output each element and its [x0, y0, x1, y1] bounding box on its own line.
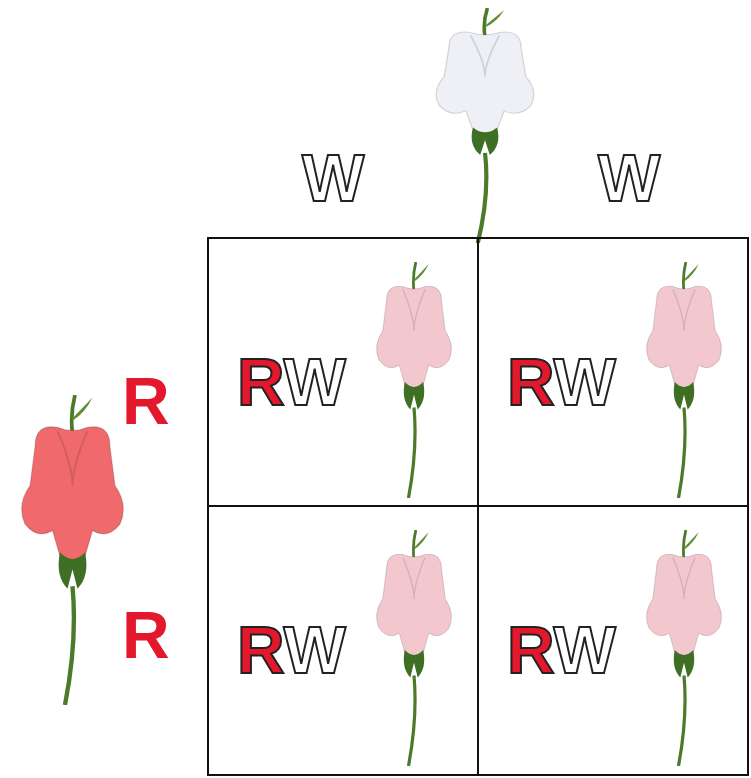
genotype-label: RW [237, 349, 346, 415]
red-flower [22, 395, 124, 705]
punnett-cell: RW [207, 237, 479, 507]
punnett-cell: RW [477, 505, 749, 776]
genotype-label: RW [507, 617, 616, 683]
pink-flower [377, 262, 452, 498]
white-flower [436, 8, 534, 243]
allele-label: W [598, 145, 660, 211]
allele-label: R [122, 368, 170, 434]
punnett-cell: RW [477, 237, 749, 507]
pink-flower [377, 530, 452, 766]
pink-flower [647, 530, 722, 766]
pink-flower [647, 262, 722, 498]
allele-label: R [122, 602, 170, 668]
genotype-label: RW [507, 349, 616, 415]
punnett-cell: RW [207, 505, 479, 776]
allele-label: W [302, 145, 364, 211]
genotype-label: RW [237, 617, 346, 683]
